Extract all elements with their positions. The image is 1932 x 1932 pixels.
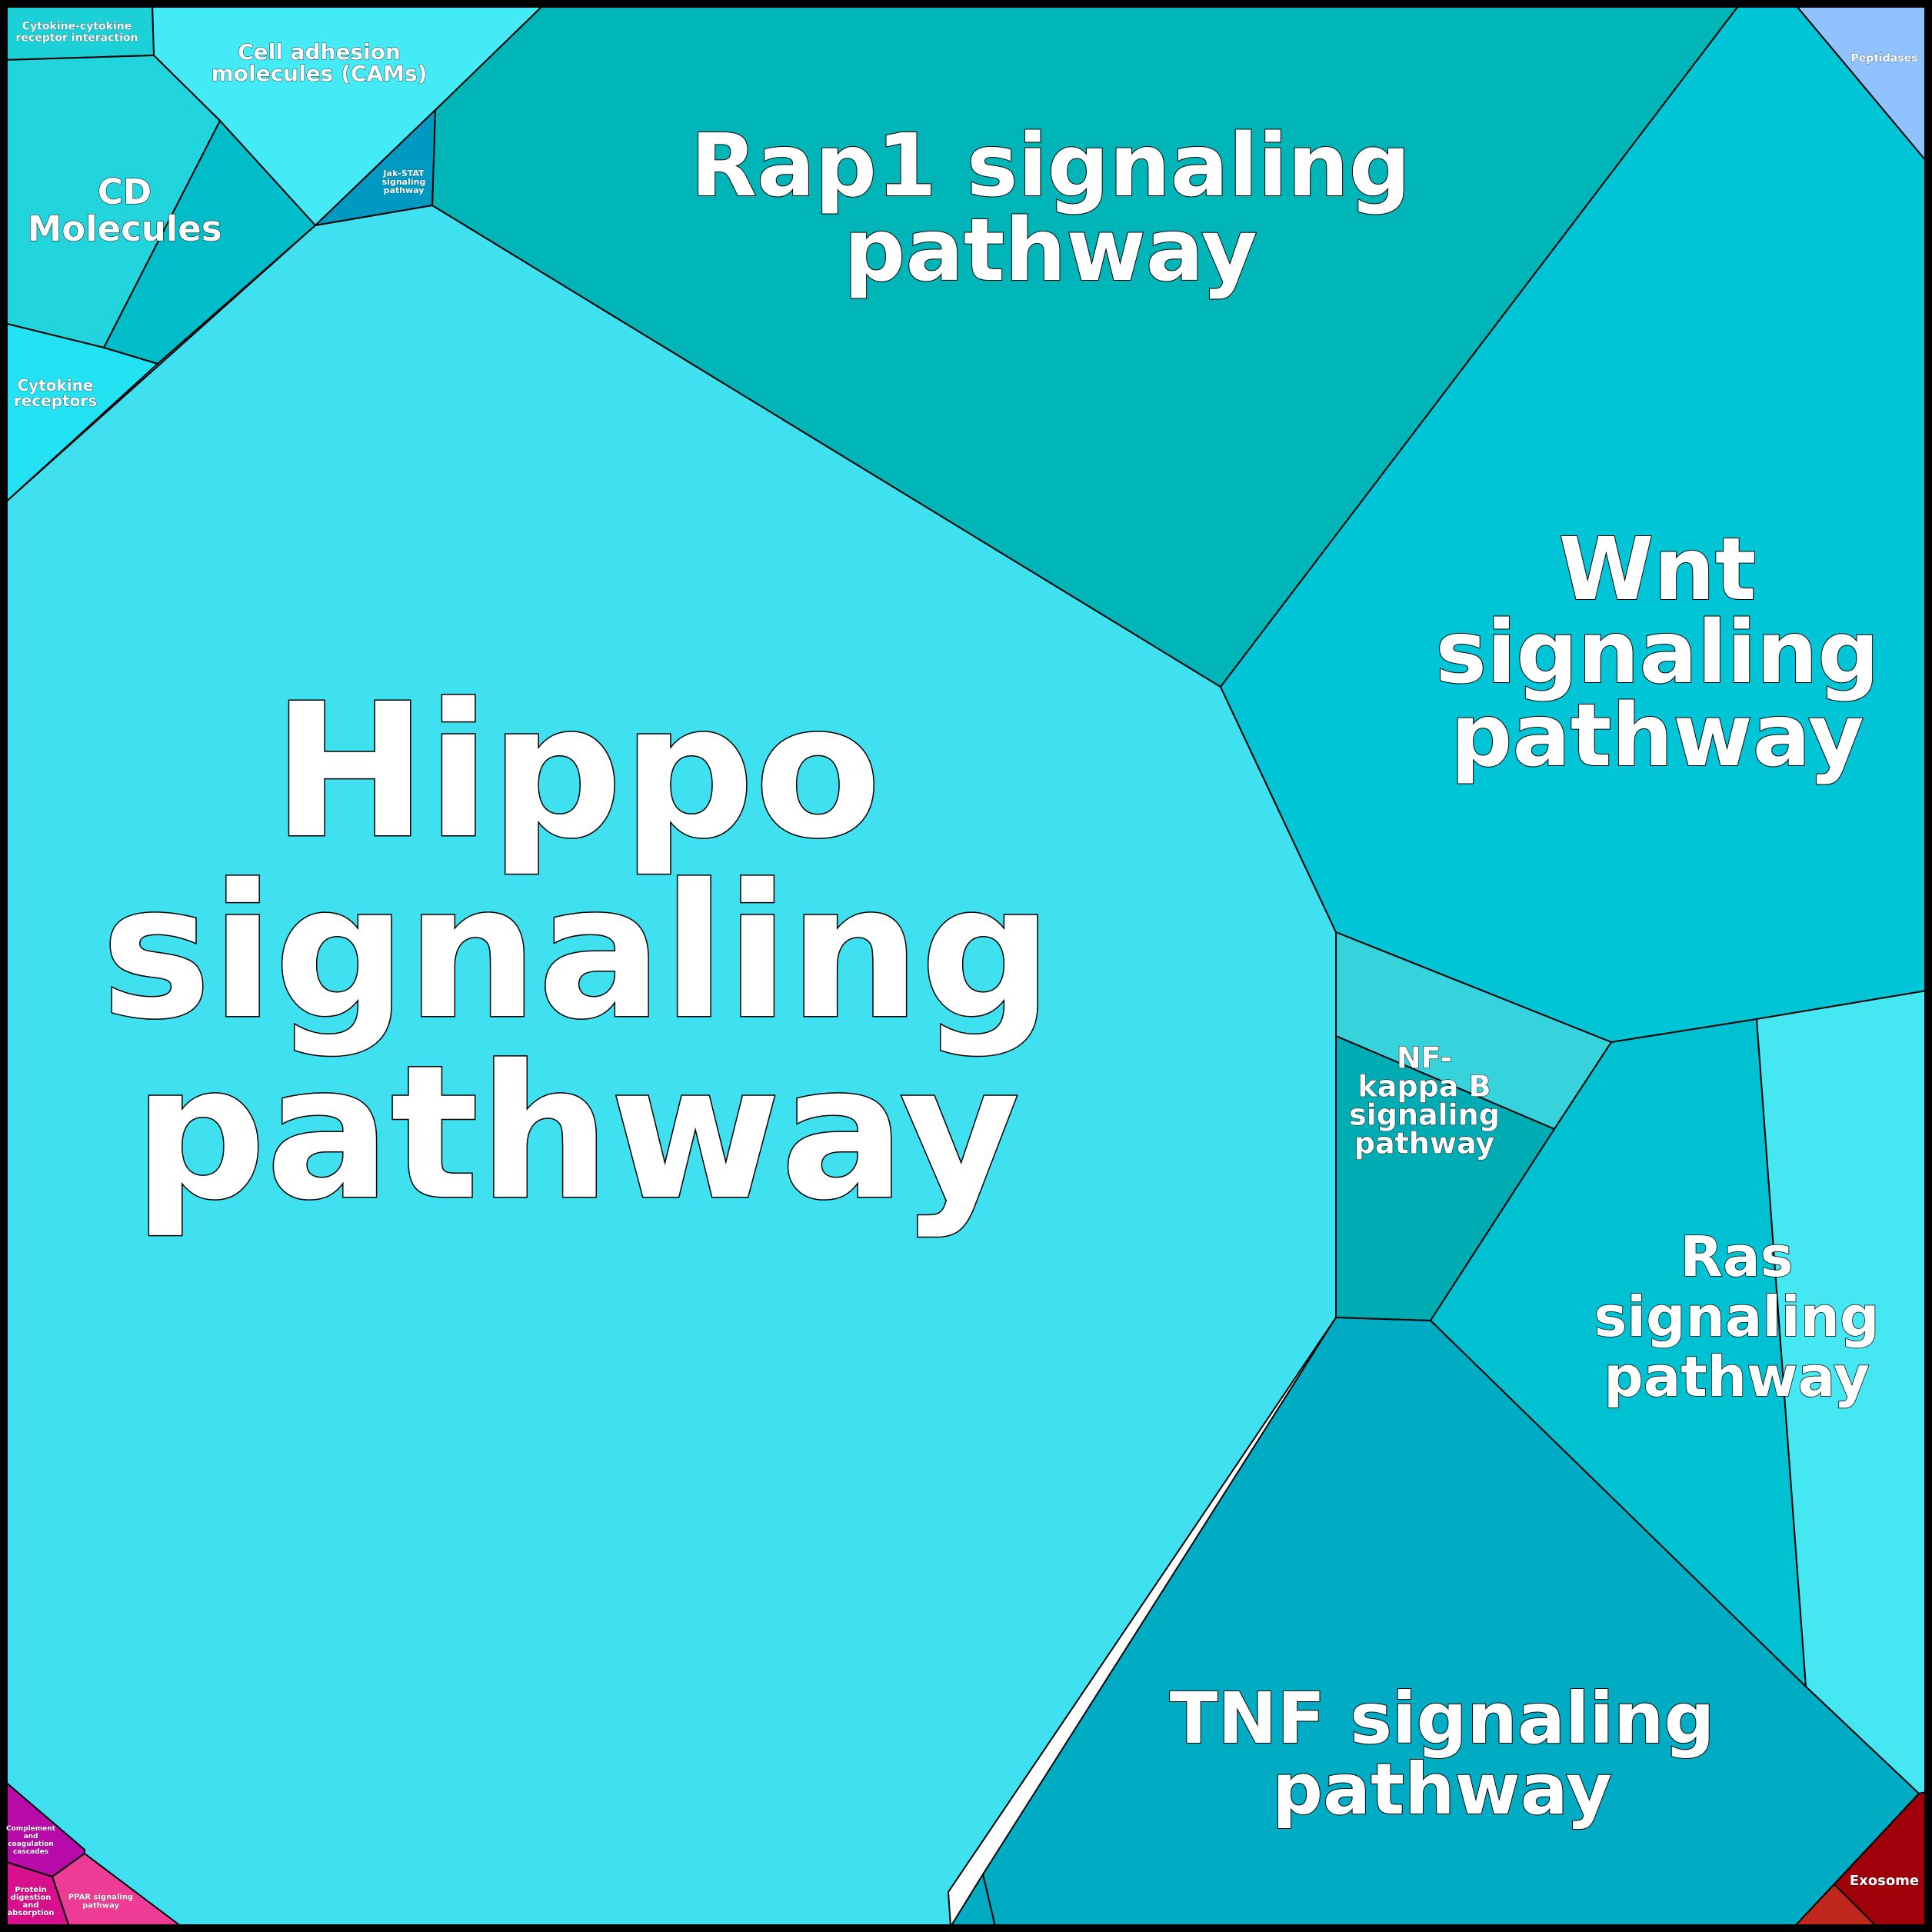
label-line: NF- <box>1397 1041 1452 1074</box>
label-line: Hippo <box>272 664 881 879</box>
label-line: signaling <box>1349 1098 1500 1131</box>
label-line: pathway <box>82 1902 119 1910</box>
label-line: Cell adhesion <box>238 39 401 65</box>
label-line: pathway <box>134 1025 1020 1241</box>
label-line: TNF signaling <box>1170 1677 1715 1760</box>
label-line: receptor interaction <box>16 32 138 45</box>
label-line: Wnt <box>1559 520 1757 620</box>
label-line: absorption <box>7 1909 54 1917</box>
label-line: Cytokine <box>18 376 94 395</box>
label-line: PPAR signaling <box>68 1894 133 1902</box>
label-line: pathway <box>1604 1344 1870 1409</box>
label-line: pathway <box>1272 1748 1612 1830</box>
label-line: pathway <box>384 185 425 195</box>
label-line: signaling <box>102 844 1053 1060</box>
label-line: Ras <box>1681 1224 1794 1289</box>
label-peptidases: Peptidases <box>1851 52 1918 65</box>
label-line: and <box>22 1901 38 1910</box>
label-line: CD <box>98 172 152 212</box>
label-line: digestion <box>11 1894 52 1902</box>
label-line: kappa B <box>1357 1069 1491 1103</box>
label-line: receptors <box>14 391 97 410</box>
label-line: Protein <box>15 1886 46 1894</box>
label-line: molecules (CAMs) <box>212 61 428 86</box>
cell-jak-stat[interactable] <box>312 108 437 227</box>
label-line: cascades <box>13 1848 48 1856</box>
label-line: Rap1 signaling <box>691 116 1411 216</box>
label-line: Jak-STAT <box>382 168 425 178</box>
label-line: pathway <box>844 201 1257 301</box>
label-line: signaling <box>1594 1284 1879 1349</box>
label-line: coagulation <box>8 1840 54 1848</box>
label-exosome: Exosome <box>1850 1873 1919 1889</box>
label-line: Cytokine-cytokine <box>22 21 132 33</box>
label-line: Complement <box>6 1825 56 1833</box>
label-line: signaling <box>382 177 426 187</box>
label-line: pathway <box>1451 686 1864 786</box>
label-line: Molecules <box>27 208 222 249</box>
label-line: Exosome <box>1850 1873 1919 1889</box>
label-line: signaling <box>1435 603 1879 703</box>
label-line: pathway <box>1354 1126 1495 1160</box>
label-line: Peptidases <box>1851 52 1918 65</box>
label-line: and <box>24 1833 38 1840</box>
